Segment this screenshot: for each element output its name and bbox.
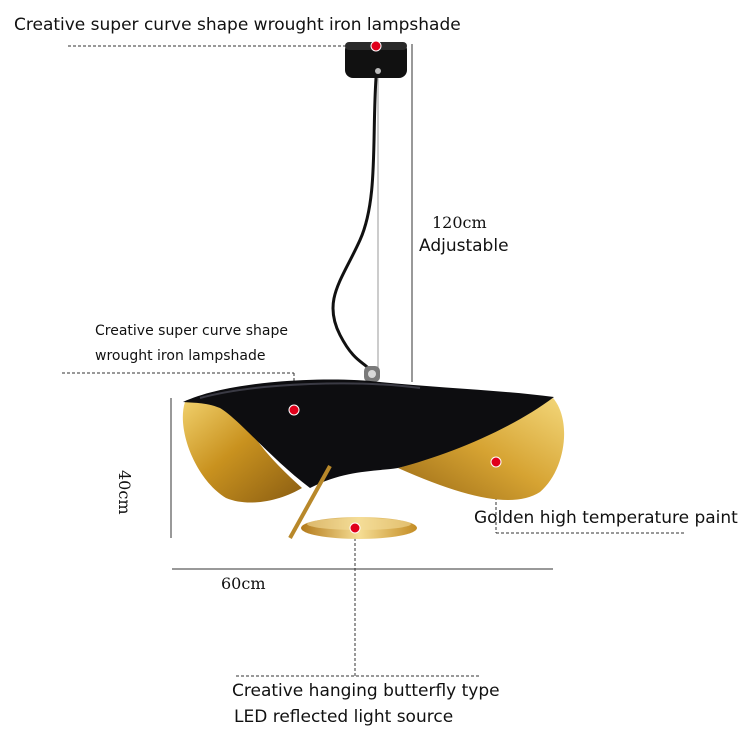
label-led-line1: Creative hanging butterfly type (232, 681, 500, 701)
gold-wing-right (398, 398, 565, 500)
label-mid-lampshade-line2: wrought iron lampshade (95, 348, 266, 364)
gold-wing-left (182, 402, 302, 503)
marker-gold (490, 456, 502, 468)
dimension-lines (170, 44, 553, 570)
dimension-adjustable: Adjustable (419, 236, 509, 256)
dimension-depth: 40cm (115, 470, 134, 515)
label-led-line2: LED reflected light source (234, 707, 454, 727)
hanging-clip (364, 366, 380, 382)
red-markers (288, 40, 502, 534)
label-golden-paint: Golden high temperature paint (474, 508, 738, 528)
label-mid-lampshade-line1: Creative super curve shape (95, 323, 288, 339)
marker-canopy (370, 40, 382, 52)
brass-arm (288, 465, 332, 539)
black-shade (183, 379, 554, 488)
marker-shade (288, 404, 300, 416)
label-top-lampshade: Creative super curve shape wrought iron … (14, 15, 461, 35)
power-cable (331, 77, 378, 379)
dimension-width: 60cm (221, 574, 266, 593)
black-shade-highlight (199, 382, 421, 399)
dimension-height: 120cm (432, 213, 487, 232)
marker-led (349, 522, 361, 534)
